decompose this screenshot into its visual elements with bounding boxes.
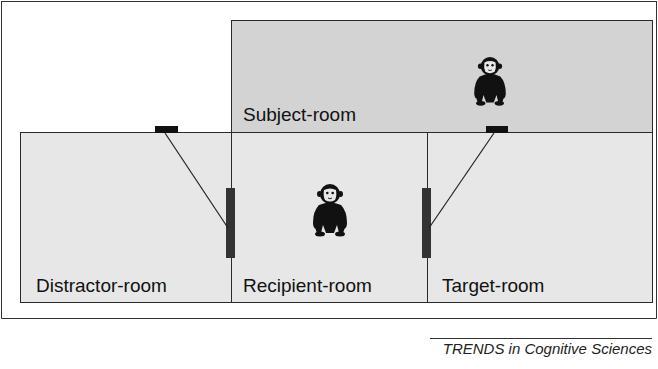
distractor-room: Distractor-room [20, 132, 232, 303]
target-room: Target-room [427, 132, 653, 303]
journal-credit: TRENDS in Cognitive Sciences [443, 340, 652, 357]
room-label: Distractor-room [36, 276, 167, 297]
room-label: Recipient-room [243, 276, 372, 297]
room-label: Subject-room [243, 105, 356, 126]
subject-room: Subject-room [231, 20, 653, 133]
room-label: Target-room [442, 276, 544, 297]
recipient-room: Recipient-room [231, 132, 428, 303]
